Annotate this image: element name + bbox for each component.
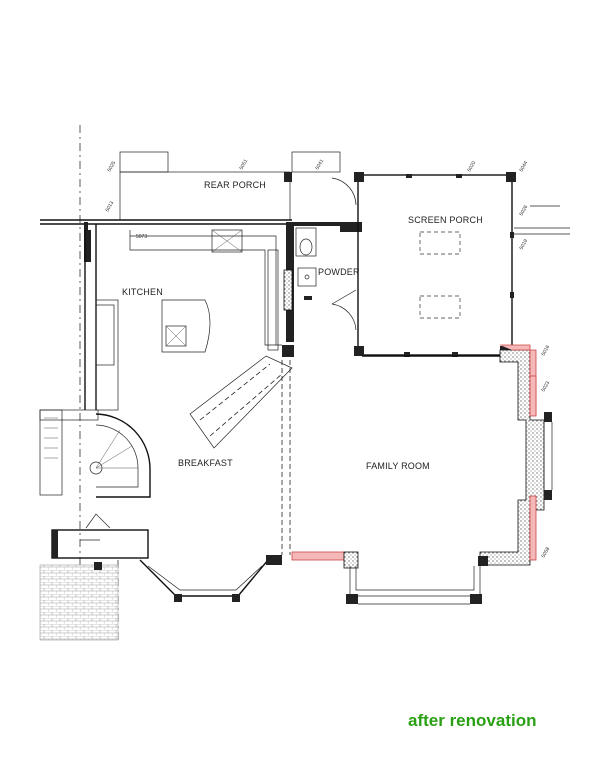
window-tag: 5026 — [519, 204, 530, 217]
window-tag: 5044 — [519, 160, 530, 173]
spiral-stair — [39, 409, 151, 498]
window-tag: 5019 — [519, 238, 530, 251]
caption-label: after renovation — [408, 711, 537, 730]
window-tag: 5073 — [136, 234, 147, 240]
kitchen-island — [161, 299, 211, 353]
window-tag: 5058 — [541, 546, 552, 559]
kitchen-counters — [95, 229, 282, 411]
room-label-family-room: FAMILY ROOM — [366, 461, 430, 471]
family-room-walls — [281, 344, 553, 605]
room-label-powder: POWDER — [318, 267, 360, 277]
window-tag: 5025 — [107, 160, 118, 173]
window-tag: 5041 — [315, 158, 326, 171]
room-label-breakfast: BREAKFAST — [178, 458, 233, 468]
entry-area — [39, 513, 149, 641]
breakfast-peninsula — [189, 355, 293, 449]
breakfast-bay — [139, 555, 282, 602]
window-tag: 5016 — [541, 344, 552, 357]
window-tag: 5051 — [239, 158, 250, 171]
window-tag: 5013 — [105, 200, 116, 213]
kitchen-walls — [40, 219, 294, 410]
room-label-rear-porch: REAR PORCH — [204, 180, 266, 190]
room-label-kitchen: KITCHEN — [122, 287, 163, 297]
room-label-screen-porch: SCREEN PORCH — [408, 215, 483, 225]
window-tag: 5023 — [541, 380, 552, 393]
window-tag: 5020 — [467, 160, 478, 173]
screen-porch — [354, 172, 570, 357]
powder-room — [283, 177, 362, 331]
